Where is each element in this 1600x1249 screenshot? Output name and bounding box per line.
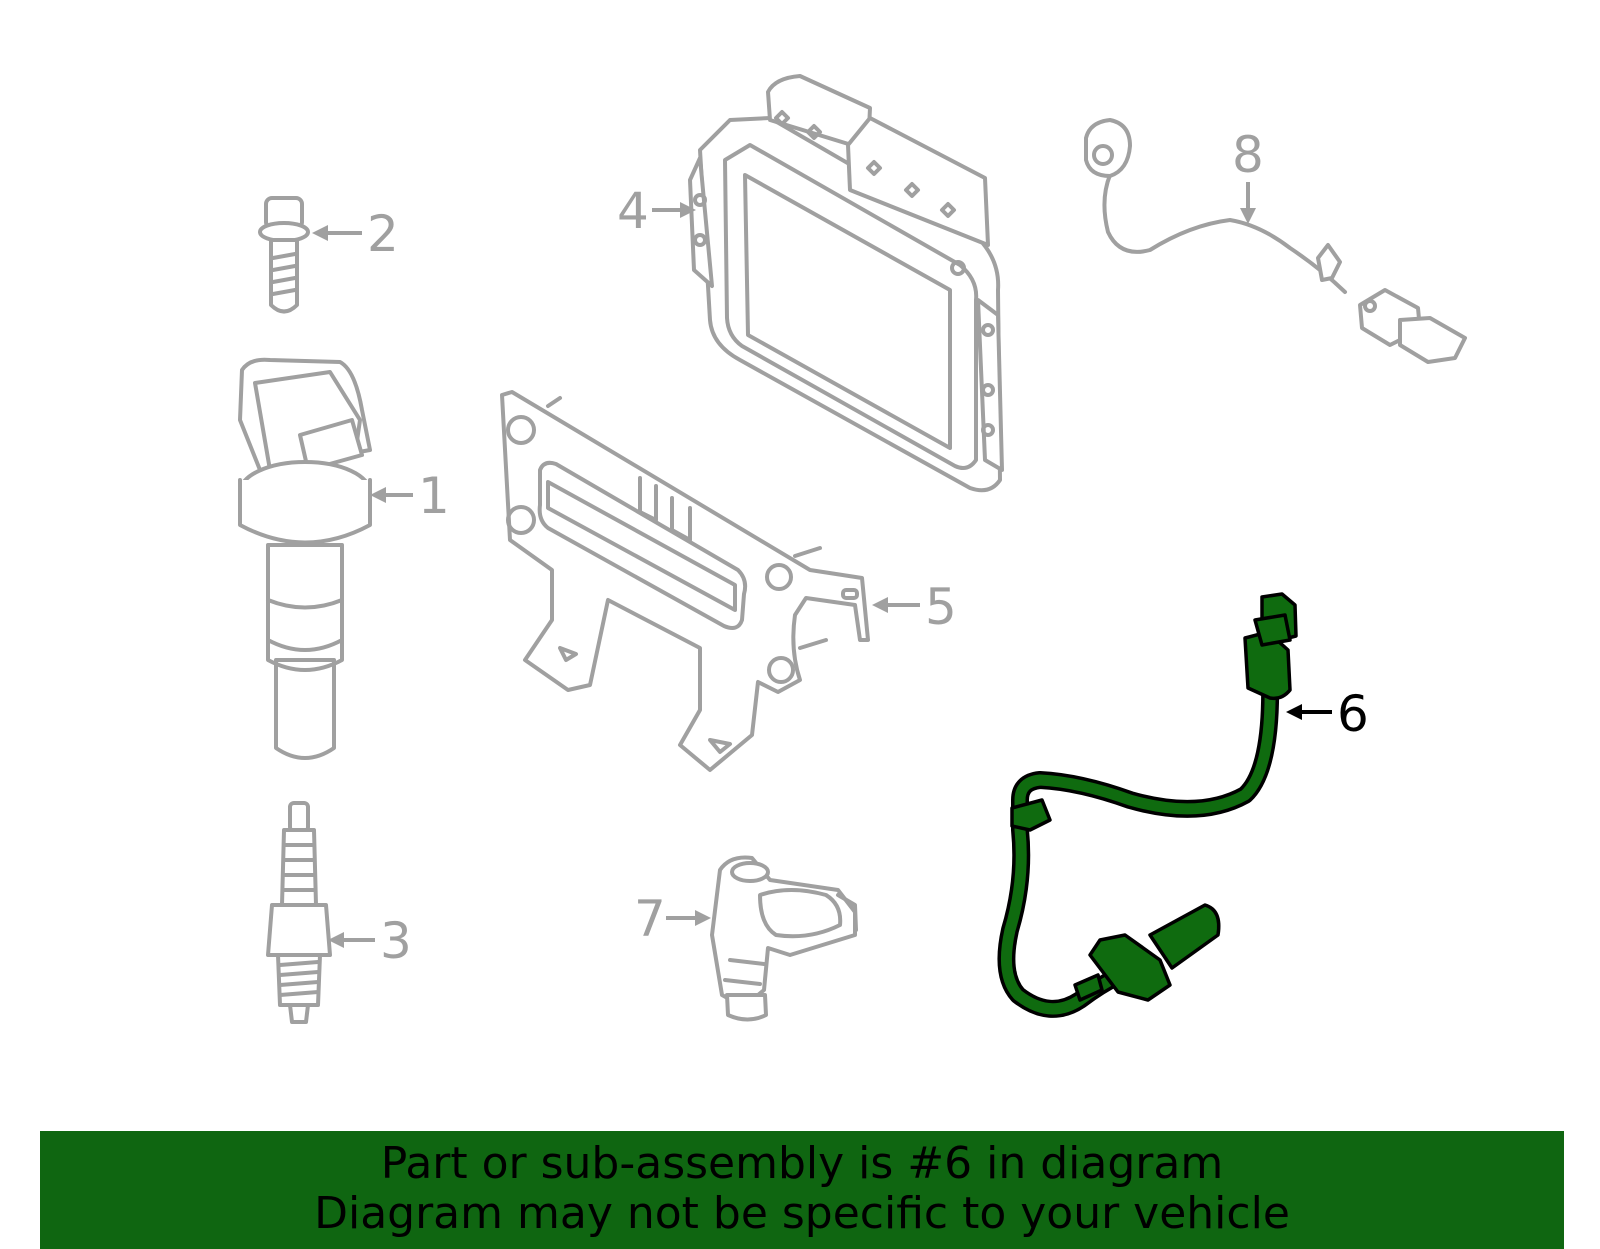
callout-3: 3: [328, 912, 412, 970]
svg-text:1: 1: [418, 467, 450, 525]
part-7-sensor: [710, 855, 858, 1022]
callout-8: 8: [1232, 126, 1264, 224]
svg-text:6: 6: [1337, 685, 1369, 743]
part-8-knock-sensor: [1084, 118, 1467, 364]
part-6-crankshaft-sensor: [997, 592, 1298, 1018]
info-banner: Part or sub-assembly is #6 in diagram Di…: [40, 1131, 1564, 1249]
part-1-ignition-coil: [238, 357, 372, 760]
part-4-ecu: [688, 74, 1004, 493]
callout-2: 2: [312, 205, 399, 263]
part-2-bolt: [258, 196, 310, 314]
part-5-bracket: [500, 390, 870, 772]
svg-text:8: 8: [1232, 126, 1264, 184]
callout-6: 6: [1286, 685, 1369, 743]
callout-5: 5: [872, 578, 957, 636]
svg-text:2: 2: [367, 205, 399, 263]
svg-text:4: 4: [617, 182, 649, 240]
part-3-spark-plug: [266, 801, 332, 1024]
banner-line-2: Diagram may not be specific to your vehi…: [314, 1188, 1290, 1239]
callout-1: 1: [370, 467, 450, 525]
svg-text:7: 7: [634, 890, 666, 948]
banner-line-1: Part or sub-assembly is #6 in diagram: [380, 1138, 1224, 1189]
svg-text:5: 5: [925, 578, 957, 636]
callout-7: 7: [634, 890, 711, 948]
svg-text:3: 3: [380, 912, 412, 970]
callout-4: 4: [617, 182, 696, 240]
